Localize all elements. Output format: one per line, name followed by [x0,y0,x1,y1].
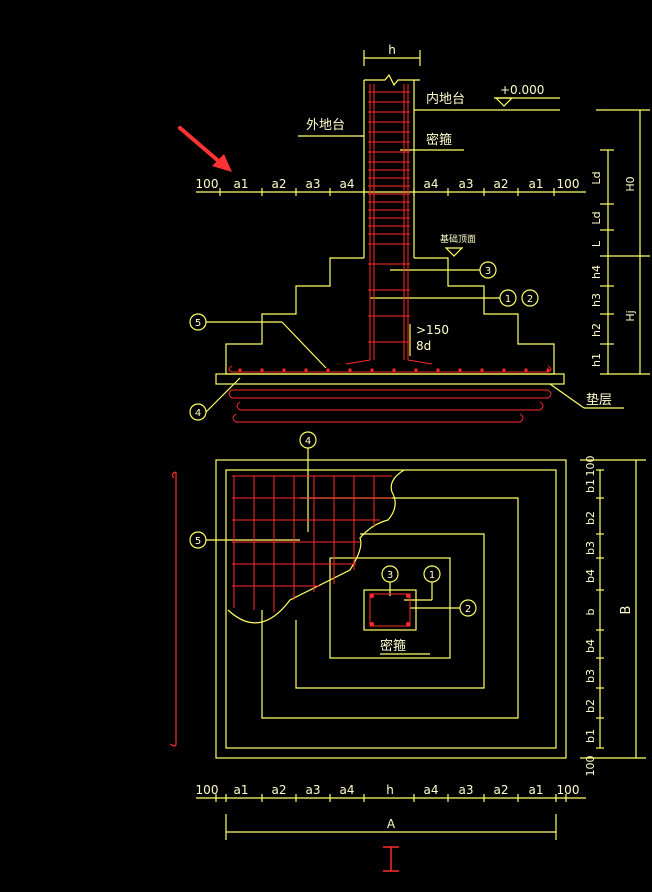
plan-right-dim-2: b2 [584,511,597,525]
embed-label-2: 8d [416,339,431,353]
right-total-hj: Hj [624,310,637,321]
top-dim-0: 100 [196,177,219,191]
plan-bottom-dim-9: a1 [529,783,544,797]
plan-bottom-dim-7: a3 [459,783,474,797]
plan-bottom-dim-0: 100 [196,783,219,797]
section-view: h 内地台 +0.000 外地台 密箍 100 a1 a2 [189,43,650,421]
plan-bottom-dim-1: a1 [234,783,249,797]
plan-rebar-dots [370,594,410,626]
outer-ground-label: 外地台 [306,118,345,133]
svg-text:5: 5 [195,318,201,329]
section-callout-5 [189,313,207,331]
section-callout-4 [189,403,207,421]
svg-text:1: 1 [505,294,511,305]
top-dim-9: 100 [557,177,580,191]
embed-label-1: >150 [416,323,449,337]
stirrup-lines [368,91,410,343]
svg-text:2: 2 [465,604,471,615]
plan-callout-2 [459,599,477,617]
plan-right-dim-4: b4 [584,569,597,583]
right-dim-ld-1: Ld [590,171,603,184]
right-dim-ld-2: Ld [590,211,603,224]
section-mark [383,846,399,872]
cushion-layer [215,373,565,385]
top-dim-ticks [219,188,555,196]
top-dim-7: a2 [494,177,509,191]
section-callout-2 [521,289,539,307]
svg-text:2: 2 [527,294,533,305]
plan-bottom-dim-8: a2 [494,783,509,797]
plan-right-dim-1: b1 [584,479,597,493]
inner-ground-label: 内地台 [426,91,465,107]
section-callout-3 [479,261,497,279]
plan-right-dim-9: b1 [584,729,597,743]
right-dim-h3: h3 [590,293,603,307]
plan-view: 4 5 3 1 2 密箍 100 b1 b2 b3 [189,431,646,840]
plan-right-dim-5: b [584,608,597,615]
top-dim-6: a3 [459,177,474,191]
svg-text:5: 5 [195,536,201,547]
svg-text:4: 4 [305,436,311,447]
plan-left-bent-bar [169,471,177,747]
top-dim-5: a4 [424,177,439,191]
svg-text:4: 4 [195,408,201,419]
top-dim-8: a1 [529,177,544,191]
plan-rebar-grid [232,475,411,627]
plan-right-dim-0: 100 [584,456,597,477]
plan-bottom-dim-2: a2 [272,783,287,797]
elevation-label: +0.000 [500,83,544,97]
section-rebar [228,84,552,423]
top-dim-1: a1 [234,177,249,191]
svg-text:3: 3 [485,266,491,277]
plan-callout-5 [189,531,207,549]
right-dim-h4: h4 [590,265,603,279]
right-dim-l: L [590,240,603,247]
plan-bottom-dim-6: a4 [424,783,439,797]
plan-bottom-dim-10: 100 [557,783,580,797]
plan-breakout-edge [227,469,405,624]
plan-right-dim-10: 100 [584,756,597,777]
section-callout-1 [499,289,517,307]
plan-bottom-total: A [387,817,396,831]
plan-right-dim-3: b3 [584,541,597,555]
right-total-h0: H0 [624,176,637,191]
plan-right-total: B [619,606,634,615]
plan-right-dim-8: b2 [584,699,597,713]
top-dim-4: a4 [340,177,355,191]
svg-text:1: 1 [429,570,435,581]
plan-bottom-dim-5: h [386,783,394,797]
column-width-label: h [388,43,396,57]
stirrup-label: 密箍 [426,132,452,148]
plan-bottom-dim-3: a3 [306,783,321,797]
bottom-mesh-bar [228,365,552,373]
right-dim-h2: h2 [590,323,603,337]
plan-stirrup-label: 密箍 [380,638,406,654]
plan-bottom-dim-4: a4 [340,783,355,797]
svg-text:3: 3 [387,570,393,581]
plan-callout-4 [299,431,317,449]
cushion-label: 垫层 [586,392,612,408]
plan-right-dim-7: b3 [584,669,597,683]
top-dim-3: a3 [306,177,321,191]
right-dim-h1: h1 [590,353,603,367]
top-dim-2: a2 [272,177,287,191]
red-pointer-arrow [178,126,232,172]
plan-right-dim-6: b4 [584,639,597,653]
foundation-top-label: 基础顶面 [440,233,476,245]
